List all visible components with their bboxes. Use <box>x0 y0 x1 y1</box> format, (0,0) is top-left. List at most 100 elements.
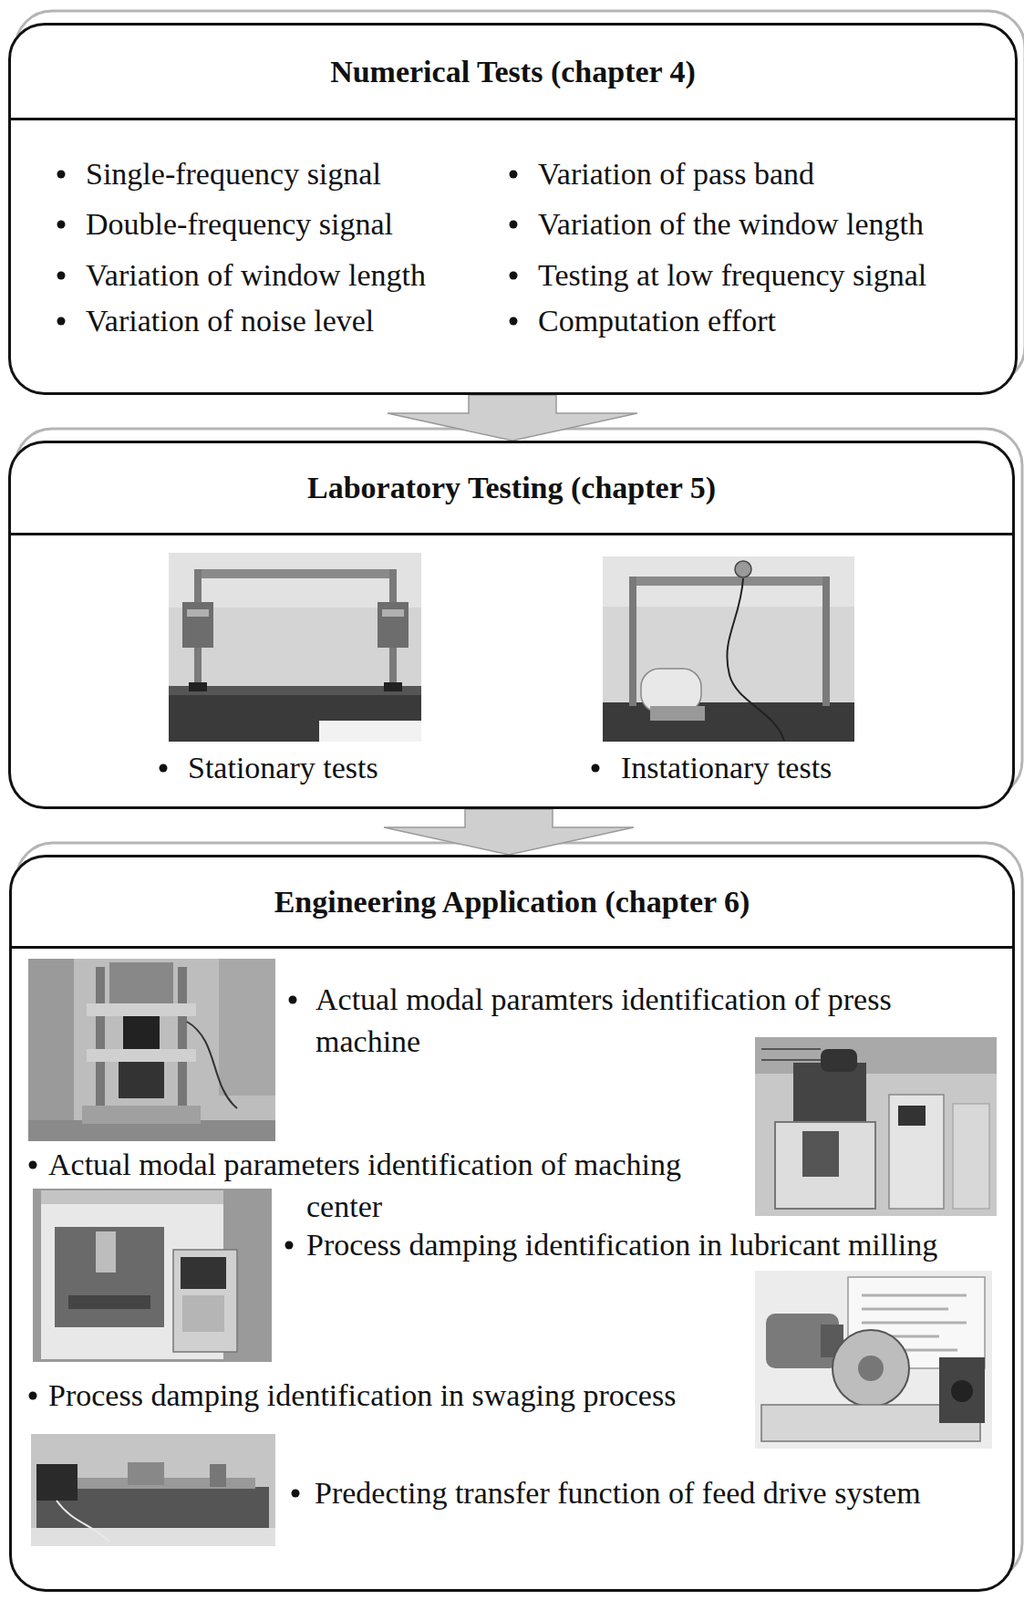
photo-press-machine-part <box>755 1036 997 1216</box>
photo-instationary-rig-part <box>822 576 830 706</box>
chapter-heading: Laboratory Testing (chapter 5) <box>10 443 1013 536</box>
photo-press-stand-part <box>109 961 174 1004</box>
photo-press-stand-part <box>95 966 105 1110</box>
chapter-heading: Numerical Tests (chapter 4) <box>10 25 1015 121</box>
bullet-dot-part <box>57 271 66 280</box>
photo-stationary-rig-part <box>319 720 422 742</box>
bullet-item: Variation of window length <box>85 254 426 297</box>
bullet-dot-part <box>57 317 66 326</box>
photo-press-stand-part <box>186 1021 238 1108</box>
photo-instationary-rig-part <box>650 705 705 721</box>
bullet-dot-part <box>509 170 518 179</box>
bullet-item: Variation of the window length <box>537 203 924 246</box>
photo-press-machine-part <box>952 1103 990 1209</box>
bullet-item: Testing at low frequency signal <box>537 254 927 297</box>
photo-machining-center <box>32 1188 272 1362</box>
box-fill-part <box>9 854 1015 1592</box>
photo-press-stand-part <box>86 1048 197 1062</box>
photo-press-machine-part <box>889 1094 944 1209</box>
bullet-dot-part <box>289 995 298 1004</box>
photo-stationary-rig <box>168 552 422 742</box>
photo-stationary-rig-part <box>194 568 397 579</box>
photo-stationary-rig-part <box>168 552 422 608</box>
photo-feed-drive-part <box>56 1499 110 1542</box>
bullet-dot-part <box>509 271 518 280</box>
bullet-dot-part <box>291 1489 300 1498</box>
bullet-item: Instationary tests <box>620 746 832 789</box>
chapter-box: Numerical Tests (chapter 4) Single-freque… <box>8 22 1018 395</box>
photo-instationary-rig-part <box>629 576 830 586</box>
photo-press-machine-part <box>755 1036 997 1074</box>
photo-swaging-machine-part <box>755 1270 993 1449</box>
bullet-dot-part <box>285 1241 294 1250</box>
photo-press-stand-part <box>28 958 74 1141</box>
photo-instationary-rig-part <box>602 556 855 742</box>
photo-machining-center-part <box>41 1189 224 1204</box>
bullet-dot-part <box>29 1391 38 1400</box>
box-fill-part <box>8 440 1015 809</box>
photo-stationary-rig-part <box>383 682 403 692</box>
chapter-box: Laboratory Testing (chapter 5) Stationary… <box>8 440 1015 809</box>
bullet-item: Process damping identification in lubric… <box>306 1223 940 1266</box>
bullet-dot-part <box>57 220 66 229</box>
bullet-item: Computation effort <box>537 299 776 342</box>
photo-instationary-rig-part <box>734 560 752 578</box>
block-arrow <box>387 394 638 441</box>
photo-feed-drive-part <box>209 1463 227 1487</box>
photo-stationary-rig-part <box>377 601 409 648</box>
photo-machining-center-part <box>68 1294 151 1309</box>
photo-stationary-rig-part <box>168 552 422 742</box>
photo-press-stand <box>28 958 276 1141</box>
photo-swaging-machine-part <box>939 1356 985 1423</box>
box-fill-part <box>8 22 1018 395</box>
photo-stationary-rig-part <box>382 609 404 617</box>
photo-swaging-machine <box>755 1270 993 1449</box>
bullet-item: Actual modal paramters identification of… <box>315 978 1004 1063</box>
photo-instationary-rig-part <box>629 576 637 706</box>
photo-press-stand-part <box>86 1003 197 1016</box>
photo-machining-center-part <box>32 1188 272 1362</box>
bullet-dot-part <box>509 317 518 326</box>
bullet-item: Actual modal parameters identification o… <box>48 1143 721 1228</box>
photo-press-stand-part <box>123 1015 160 1049</box>
bullet-item: Double-frequency signal <box>85 203 394 246</box>
bullet-dot-part <box>591 764 600 773</box>
bullet-item: Variation of pass band <box>537 153 815 196</box>
photo-swaging-machine-part <box>858 1354 884 1381</box>
photo-machining-center-part <box>173 1249 238 1352</box>
box-fill <box>8 22 1018 1592</box>
photo-stationary-rig-part <box>186 609 209 617</box>
photo-press-stand-part <box>82 1105 201 1124</box>
photo-machining-center-part <box>180 1256 227 1289</box>
photo-feed-drive-part <box>36 1463 78 1500</box>
photo-feed-drive-part <box>31 1433 276 1546</box>
photo-press-machine-part <box>793 1062 867 1127</box>
photo-press-stand-part <box>218 958 276 1096</box>
photo-feed-drive-part <box>127 1461 165 1485</box>
photo-press-machine <box>755 1036 997 1216</box>
bullet-item: Stationary tests <box>187 746 379 789</box>
photo-press-machine-part <box>775 1121 876 1209</box>
bullet-dot-part <box>57 170 66 179</box>
photo-press-stand-part <box>118 1061 165 1098</box>
chapter-heading: Engineering Application (chapter 6) <box>11 857 1013 949</box>
photo-press-machine-part <box>898 1105 926 1126</box>
photo-feed-drive-part <box>31 1527 276 1546</box>
photo-instationary-rig <box>602 556 855 742</box>
photo-instationary-rig-part <box>602 702 855 742</box>
photo-press-stand-part <box>28 958 276 1141</box>
photo-stationary-rig-part <box>182 601 214 648</box>
photo-instationary-rig-part <box>726 578 785 741</box>
photo-press-machine-part <box>761 1048 821 1060</box>
block-arrow <box>383 808 634 855</box>
photo-press-machine-part <box>802 1130 839 1177</box>
bullet-dot-part <box>509 220 518 229</box>
photo-machining-center-part <box>182 1294 225 1332</box>
bullet-item: Predecting transfer function of feed dri… <box>314 1471 921 1514</box>
photo-swaging-machine-part <box>951 1379 973 1402</box>
photo-swaging-machine-part <box>832 1329 910 1407</box>
bullet-dot-part <box>29 1160 38 1169</box>
bullet-item: Process damping identification in swagin… <box>48 1374 721 1417</box>
bullet-item: Single-frequency signal <box>85 153 382 196</box>
photo-instationary-rig-part <box>641 668 702 713</box>
